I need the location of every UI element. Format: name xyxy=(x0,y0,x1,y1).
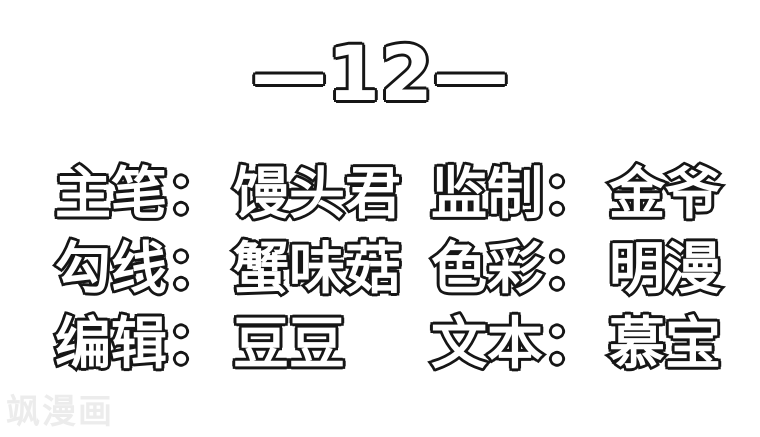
credit-item-color: 色彩： 明漫 xyxy=(429,237,724,303)
credit-role: 编辑： xyxy=(53,312,226,378)
credit-item-lineart: 勾线： 蟹味菇 xyxy=(53,237,415,303)
credit-item-supervisor: 监制： 金爷 xyxy=(429,162,724,227)
credit-name: 豆豆 xyxy=(231,312,348,378)
credit-role: 监制： xyxy=(429,162,602,227)
credit-role: 主笔： xyxy=(53,162,226,227)
credit-role: 勾线： xyxy=(53,237,226,303)
credit-role: 色彩： xyxy=(429,237,602,303)
credit-item-editor: 编辑： 豆豆 xyxy=(53,312,415,378)
credit-name: 慕宝 xyxy=(607,312,724,378)
credit-name: 蟹味菇 xyxy=(231,237,404,303)
credit-role: 文本： xyxy=(429,312,602,378)
credit-item-artist: 主笔： 馒头君 xyxy=(53,162,415,227)
credit-name: 金爷 xyxy=(607,162,724,227)
credit-name: 明漫 xyxy=(607,237,724,303)
platform-watermark: 飒漫画 xyxy=(6,392,114,432)
chapter-number-title: —12— xyxy=(249,29,511,118)
credits-grid: 主笔： 馒头君 监制： 金爷 勾线： 蟹味菇 色彩： 明漫 编辑： 豆豆 文本：… xyxy=(53,162,724,378)
credit-name: 馒头君 xyxy=(231,162,404,227)
credit-item-text: 文本： 慕宝 xyxy=(429,312,724,378)
